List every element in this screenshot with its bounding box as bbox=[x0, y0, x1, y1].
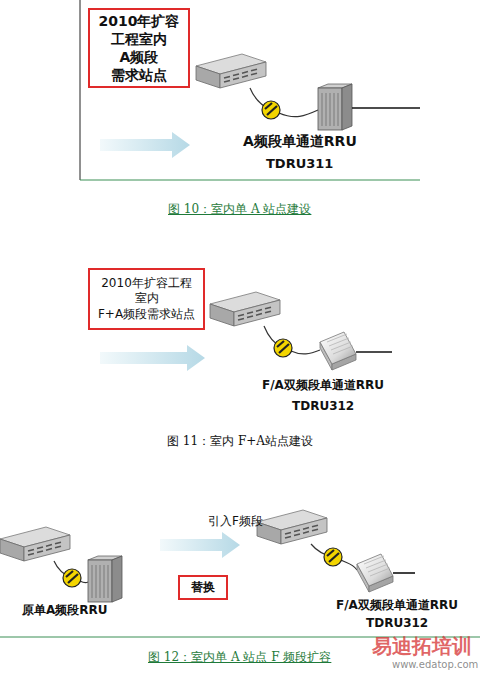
model-number: TDRU312 bbox=[366, 616, 428, 630]
bbu-device bbox=[257, 510, 327, 544]
feeder-cable bbox=[279, 110, 318, 117]
figure-caption: 图 10：室内单 A 站点建设 bbox=[168, 202, 311, 216]
bbu-device bbox=[196, 54, 266, 88]
watermark: 易迪拓培训 bbox=[372, 634, 472, 658]
cable-connector bbox=[63, 569, 81, 587]
antenna-feeder bbox=[356, 351, 392, 353]
step-label: 引入F频段 bbox=[208, 514, 263, 528]
frame-line bbox=[80, 0, 81, 180]
device-label: F/A双频段单通道RRU bbox=[262, 378, 384, 392]
bbu-device bbox=[0, 527, 70, 561]
dual-band-rru bbox=[320, 332, 356, 370]
feeder-cable bbox=[291, 350, 320, 354]
watermark: www.edatop.com bbox=[392, 659, 478, 671]
device-label: 原单A频段RRU bbox=[22, 603, 108, 617]
antenna-feeder bbox=[352, 107, 420, 109]
device-label: A频段单通道RRU bbox=[243, 133, 357, 150]
figure-caption: 图 11：室内 F+A站点建设 bbox=[167, 434, 313, 448]
figure-caption: 图 12：室内单 A 站点 F 频段扩容 bbox=[148, 650, 331, 664]
frame-line bbox=[80, 180, 420, 181]
flow-arrow bbox=[100, 345, 205, 371]
feeder-cable bbox=[80, 581, 88, 583]
box-text: 2010年扩容 工程室内 A频段 需求站点 bbox=[99, 12, 180, 85]
device-label: F/A双频段单通道RRU bbox=[336, 598, 458, 612]
box-text: 2010年扩容工程 室内 F+A频段需求站点 bbox=[98, 276, 195, 323]
cable-connector bbox=[274, 339, 292, 357]
model-number: TDRU312 bbox=[292, 399, 354, 413]
antenna-feeder bbox=[393, 572, 415, 574]
site-box: 2010年扩容 工程室内 A频段 需求站点 bbox=[88, 8, 190, 88]
single-band-rru bbox=[318, 84, 352, 130]
feeder-cable bbox=[341, 560, 357, 570]
box-text: 替换 bbox=[191, 580, 215, 596]
cable-connector bbox=[324, 548, 342, 566]
model-number: TDRU311 bbox=[266, 156, 333, 172]
site-box: 2010年扩容工程 室内 F+A频段需求站点 bbox=[88, 268, 205, 330]
flow-arrow bbox=[100, 132, 190, 158]
flow-arrow bbox=[160, 532, 240, 558]
site-box: 替换 bbox=[178, 575, 228, 600]
bbu-device bbox=[210, 292, 280, 326]
dual-band-rru bbox=[357, 554, 393, 592]
single-band-rru bbox=[88, 556, 122, 602]
cable-connector bbox=[262, 101, 280, 119]
